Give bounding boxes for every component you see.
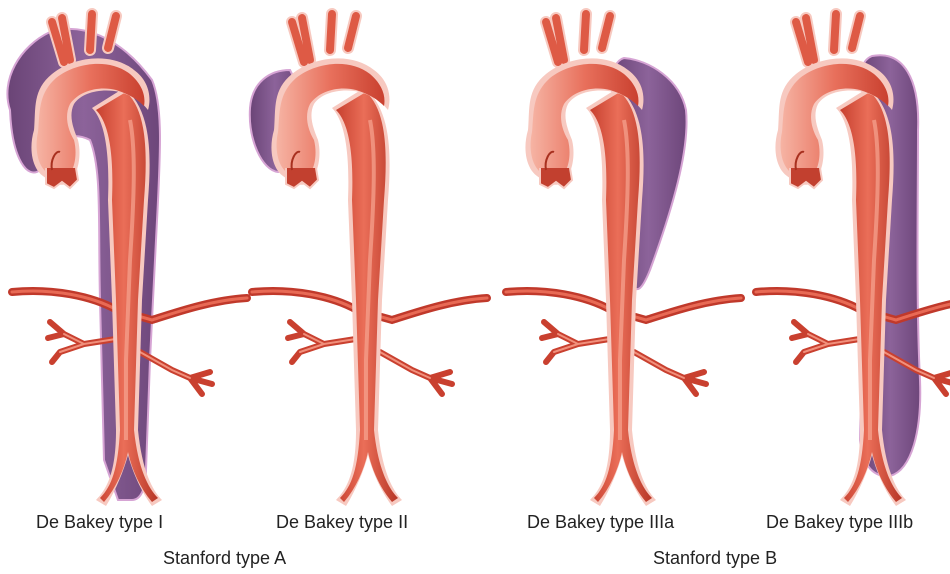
panel-debakey-type-3b [756,14,950,506]
panel-debakey-type-2 [250,14,487,506]
label-debakey-type-2: De Bakey type II [276,512,408,533]
panel-debakey-type-3a [506,14,741,506]
label-debakey-type-1: De Bakey type I [36,512,163,533]
label-stanford-type-a: Stanford type A [163,548,286,569]
panel-debakey-type-1 [7,14,247,506]
label-debakey-type-3b: De Bakey type IIIb [766,512,913,533]
label-debakey-type-3a: De Bakey type IIIa [527,512,674,533]
label-stanford-type-b: Stanford type B [653,548,777,569]
